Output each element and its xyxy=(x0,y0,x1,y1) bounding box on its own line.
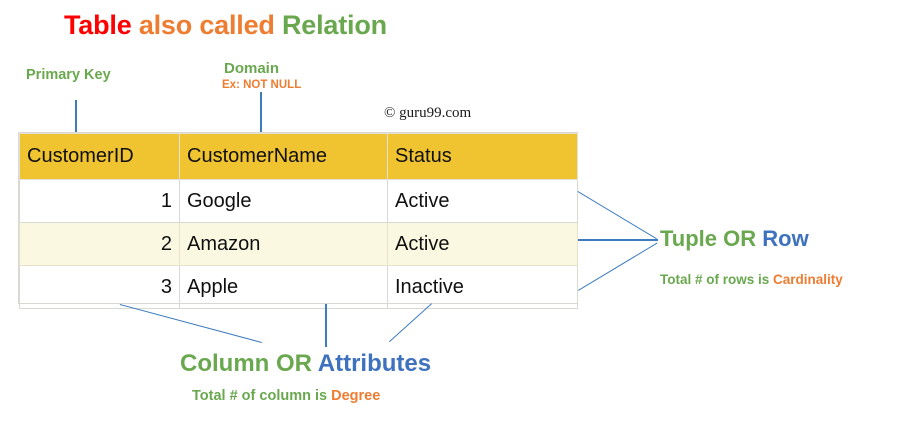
cardinality-label: Total # of rows is Cardinality xyxy=(660,272,843,287)
cell-status: Inactive xyxy=(387,265,578,309)
table-row: 2 Amazon Active xyxy=(19,222,578,266)
title-word-relation: Relation xyxy=(282,10,387,40)
column-leader-line-right xyxy=(388,303,432,343)
table-row: 1 Google Active xyxy=(19,179,578,223)
cell-customerid: 2 xyxy=(19,222,180,266)
column-header-customername[interactable]: CustomerName xyxy=(179,133,388,180)
cardinality-label-green-part: Total # of rows is xyxy=(660,272,774,287)
column-leader-line-left xyxy=(119,304,262,344)
tuple-leader-line-bottom xyxy=(578,242,658,291)
table-header-row: CustomerID CustomerName Status xyxy=(19,133,578,180)
column-header-status[interactable]: Status xyxy=(387,133,578,180)
tuple-row-label: Tuple OR Row xyxy=(660,226,809,252)
degree-label: Total # of column is Degree xyxy=(192,388,380,404)
column-leader-line-middle xyxy=(325,304,327,347)
primary-key-leader-line xyxy=(75,100,77,132)
title-word-also-called: also called xyxy=(131,10,282,40)
cardinality-label-orange-part: Cardinality xyxy=(773,272,843,287)
page-title: Table also called Relation xyxy=(64,10,387,41)
relation-table: CustomerID CustomerName Status 1 Google … xyxy=(19,133,578,309)
domain-leader-line xyxy=(260,92,262,132)
cell-customerid: 3 xyxy=(19,265,180,309)
column-label-blue-part: Attributes xyxy=(317,350,432,377)
table-row: 3 Apple Inactive xyxy=(19,265,578,309)
column-attributes-label: Column OR Attributes xyxy=(180,350,431,378)
column-label-green-part: Column OR xyxy=(180,350,318,377)
primary-key-label: Primary Key xyxy=(26,67,111,83)
relation-table-container: CustomerID CustomerName Status 1 Google … xyxy=(18,132,578,309)
tuple-leader-line-middle xyxy=(578,239,658,241)
cell-status: Active xyxy=(387,179,578,223)
tuple-leader-line-top xyxy=(577,191,657,240)
domain-example-label: Ex: NOT NULL xyxy=(222,79,302,91)
title-word-table: Table xyxy=(64,10,132,40)
tuple-label-blue-part: Row xyxy=(762,226,809,251)
domain-label: Domain xyxy=(224,60,280,77)
degree-label-green-part: Total # of column is xyxy=(192,388,332,404)
cell-status: Active xyxy=(387,222,578,266)
column-header-customerid[interactable]: CustomerID xyxy=(19,133,180,180)
cell-customername: Amazon xyxy=(179,222,388,266)
cell-customerid: 1 xyxy=(19,179,180,223)
degree-label-orange-part: Degree xyxy=(331,388,381,404)
cell-customername: Google xyxy=(179,179,388,223)
guru99-watermark: © guru99.com xyxy=(384,105,472,121)
tuple-label-green-part: Tuple OR xyxy=(660,226,763,251)
cell-customername: Apple xyxy=(179,265,388,309)
